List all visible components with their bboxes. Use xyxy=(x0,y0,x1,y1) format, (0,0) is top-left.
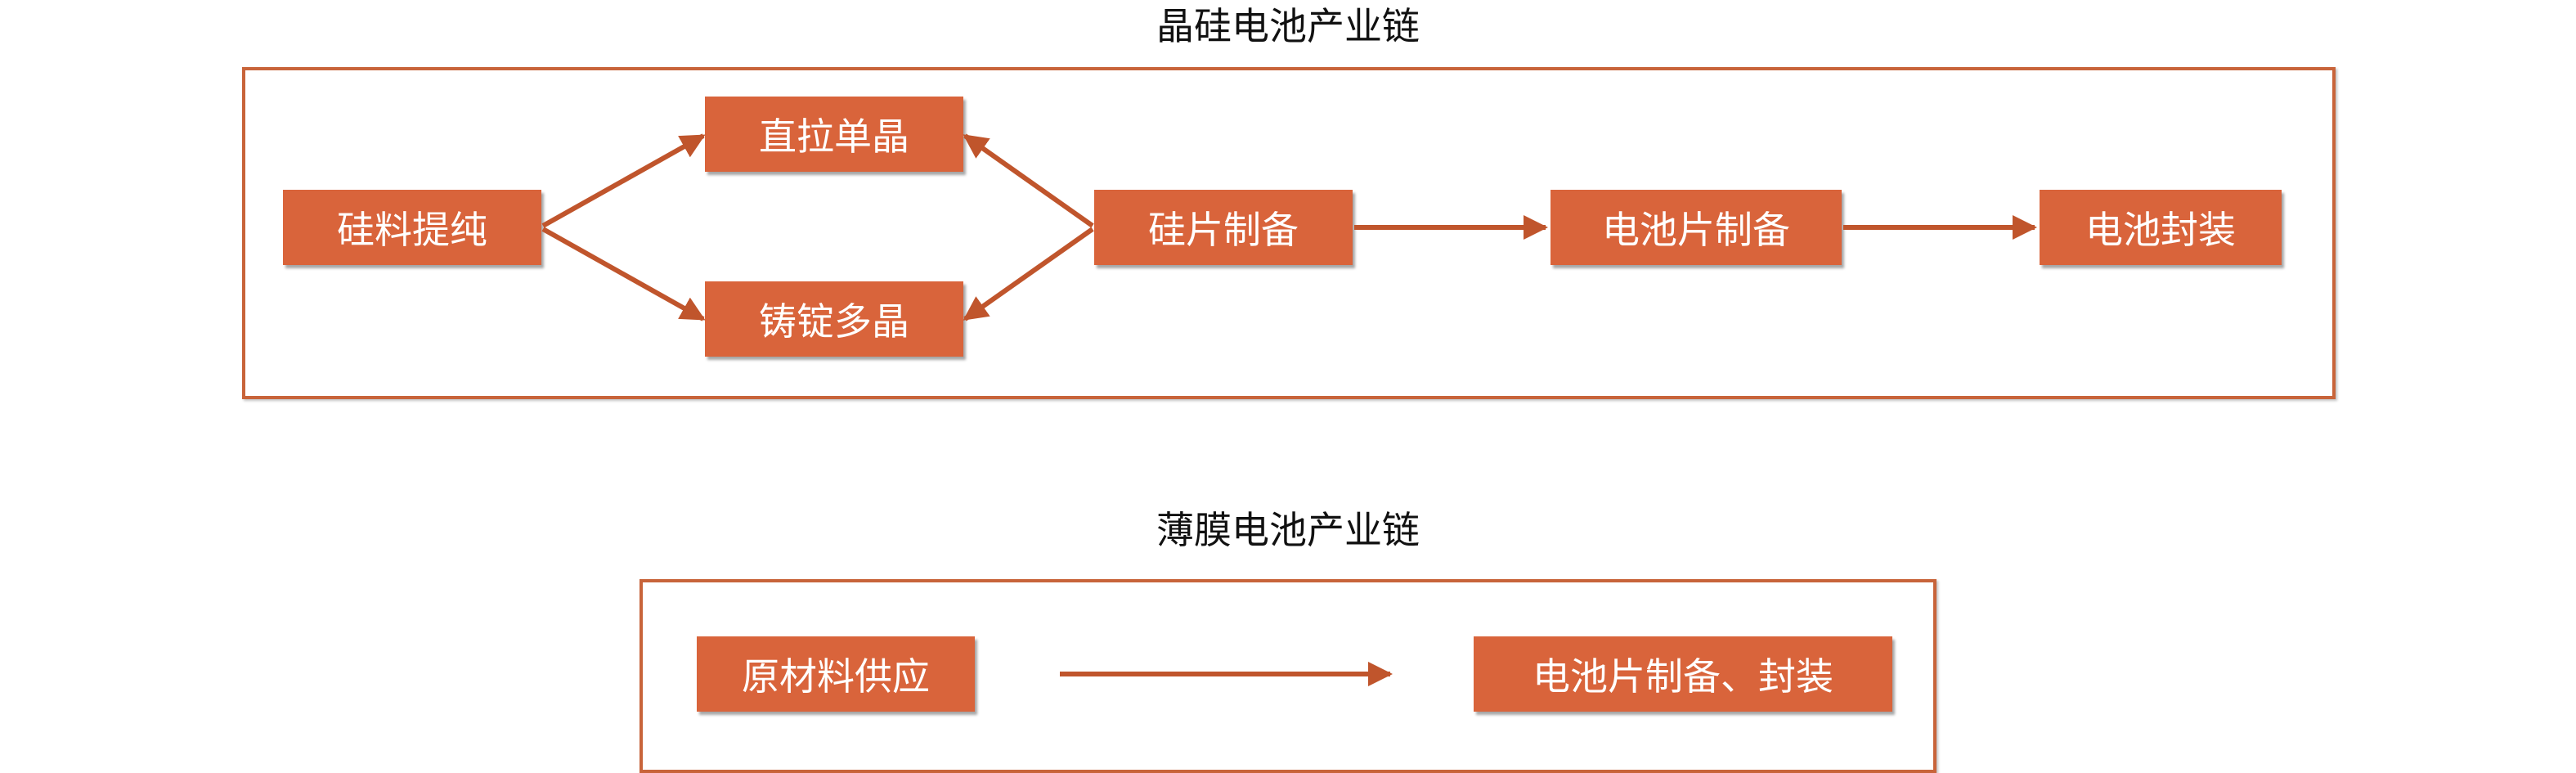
node-raw-material-supply: 原材料供应 xyxy=(697,636,975,712)
crystalline-chain-title: 晶硅电池产业链 xyxy=(1156,4,1420,48)
node-module-packaging: 电池封装 xyxy=(2040,190,2282,265)
node-cell-prep-packaging: 电池片制备、封装 xyxy=(1474,636,1892,712)
node-cast-multi: 铸锭多晶 xyxy=(705,281,963,357)
thin-film-chain-title: 薄膜电池产业链 xyxy=(1156,508,1420,552)
node-wafer-prep: 硅片制备 xyxy=(1094,190,1353,265)
node-cell-prep: 电池片制备 xyxy=(1551,190,1842,265)
node-silicon-purification: 硅料提纯 xyxy=(283,190,541,265)
node-czochralski-mono: 直拉单晶 xyxy=(705,97,963,172)
